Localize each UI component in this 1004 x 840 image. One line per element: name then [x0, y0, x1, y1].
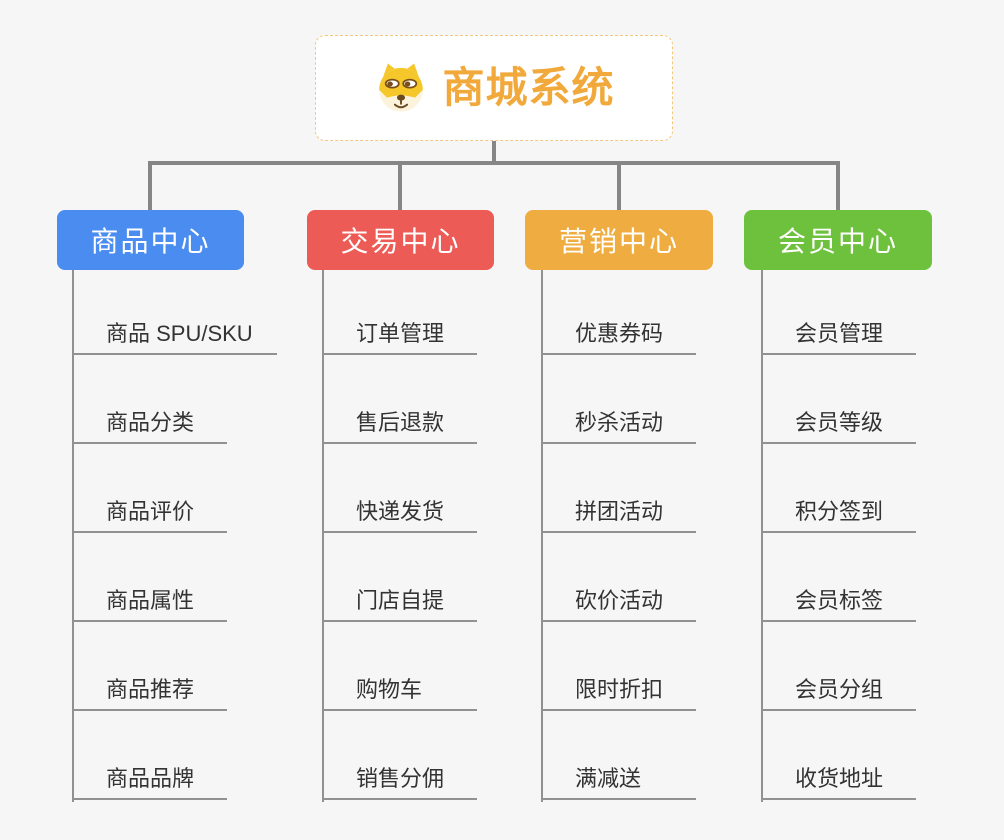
- connector-line-horizontal: [148, 161, 840, 165]
- subtopic-item[interactable]: 砍价活动: [543, 582, 696, 622]
- connector-line-root-drop: [492, 141, 496, 165]
- subtopic-item[interactable]: 会员分组: [763, 671, 916, 711]
- branch-header-trade-center[interactable]: 交易中心: [307, 210, 494, 270]
- subtopic-item[interactable]: 商品品牌: [74, 760, 227, 800]
- branch-children-column-member: 会员管理 会员等级 积分签到 会员标签 会员分组 收货地址: [761, 270, 1001, 802]
- subtopic-item[interactable]: 秒杀活动: [543, 404, 696, 444]
- subtopic-item[interactable]: 快递发货: [324, 493, 477, 533]
- subtopic-item[interactable]: 订单管理: [324, 315, 477, 355]
- branch-header-product-center[interactable]: 商品中心: [57, 210, 244, 270]
- subtopic-item[interactable]: 会员标签: [763, 582, 916, 622]
- connector-line-drop-products: [148, 163, 152, 210]
- root-topic-title: 商城系统: [442, 64, 615, 111]
- subtopic-item[interactable]: 销售分佣: [324, 760, 477, 800]
- branch-children-column-marketing: 优惠券码 秒杀活动 拼团活动 砍价活动 限时折扣 满减送: [541, 270, 781, 802]
- subtopic-item[interactable]: 购物车: [324, 671, 477, 711]
- subtopic-item[interactable]: 售后退款: [324, 404, 477, 444]
- subtopic-item[interactable]: 商品属性: [74, 582, 227, 622]
- subtopic-item[interactable]: 积分签到: [763, 493, 916, 533]
- connector-line-drop-members: [836, 163, 840, 210]
- subtopic-item[interactable]: 门店自提: [324, 582, 477, 622]
- subtopic-item[interactable]: 商品推荐: [74, 671, 227, 711]
- connector-line-drop-marketing: [617, 163, 621, 210]
- branch-header-member-center[interactable]: 会员中心: [744, 210, 932, 270]
- subtopic-item[interactable]: 收货地址: [763, 760, 916, 800]
- branch-children-column-product: 商品 SPU/SKU 商品分类 商品评价 商品属性 商品推荐 商品品牌: [72, 270, 312, 802]
- connector-line-drop-trade: [398, 163, 402, 210]
- subtopic-item[interactable]: 商品评价: [74, 493, 227, 533]
- subtopic-item[interactable]: 会员管理: [763, 315, 916, 355]
- branch-header-marketing-center[interactable]: 营销中心: [525, 210, 713, 270]
- subtopic-item[interactable]: 限时折扣: [543, 671, 696, 711]
- subtopic-item[interactable]: 满减送: [543, 760, 696, 800]
- branch-children-column-trade: 订单管理 售后退款 快递发货 门店自提 购物车 销售分佣: [322, 270, 562, 802]
- subtopic-item[interactable]: 会员等级: [763, 404, 916, 444]
- subtopic-item[interactable]: 拼团活动: [543, 493, 696, 533]
- subtopic-item[interactable]: 商品 SPU/SKU: [74, 315, 277, 355]
- subtopic-item[interactable]: 商品分类: [74, 404, 227, 444]
- root-topic-node[interactable]: 商城系统: [315, 35, 673, 141]
- subtopic-item[interactable]: 优惠券码: [543, 315, 696, 355]
- shiba-dog-icon: [379, 63, 424, 112]
